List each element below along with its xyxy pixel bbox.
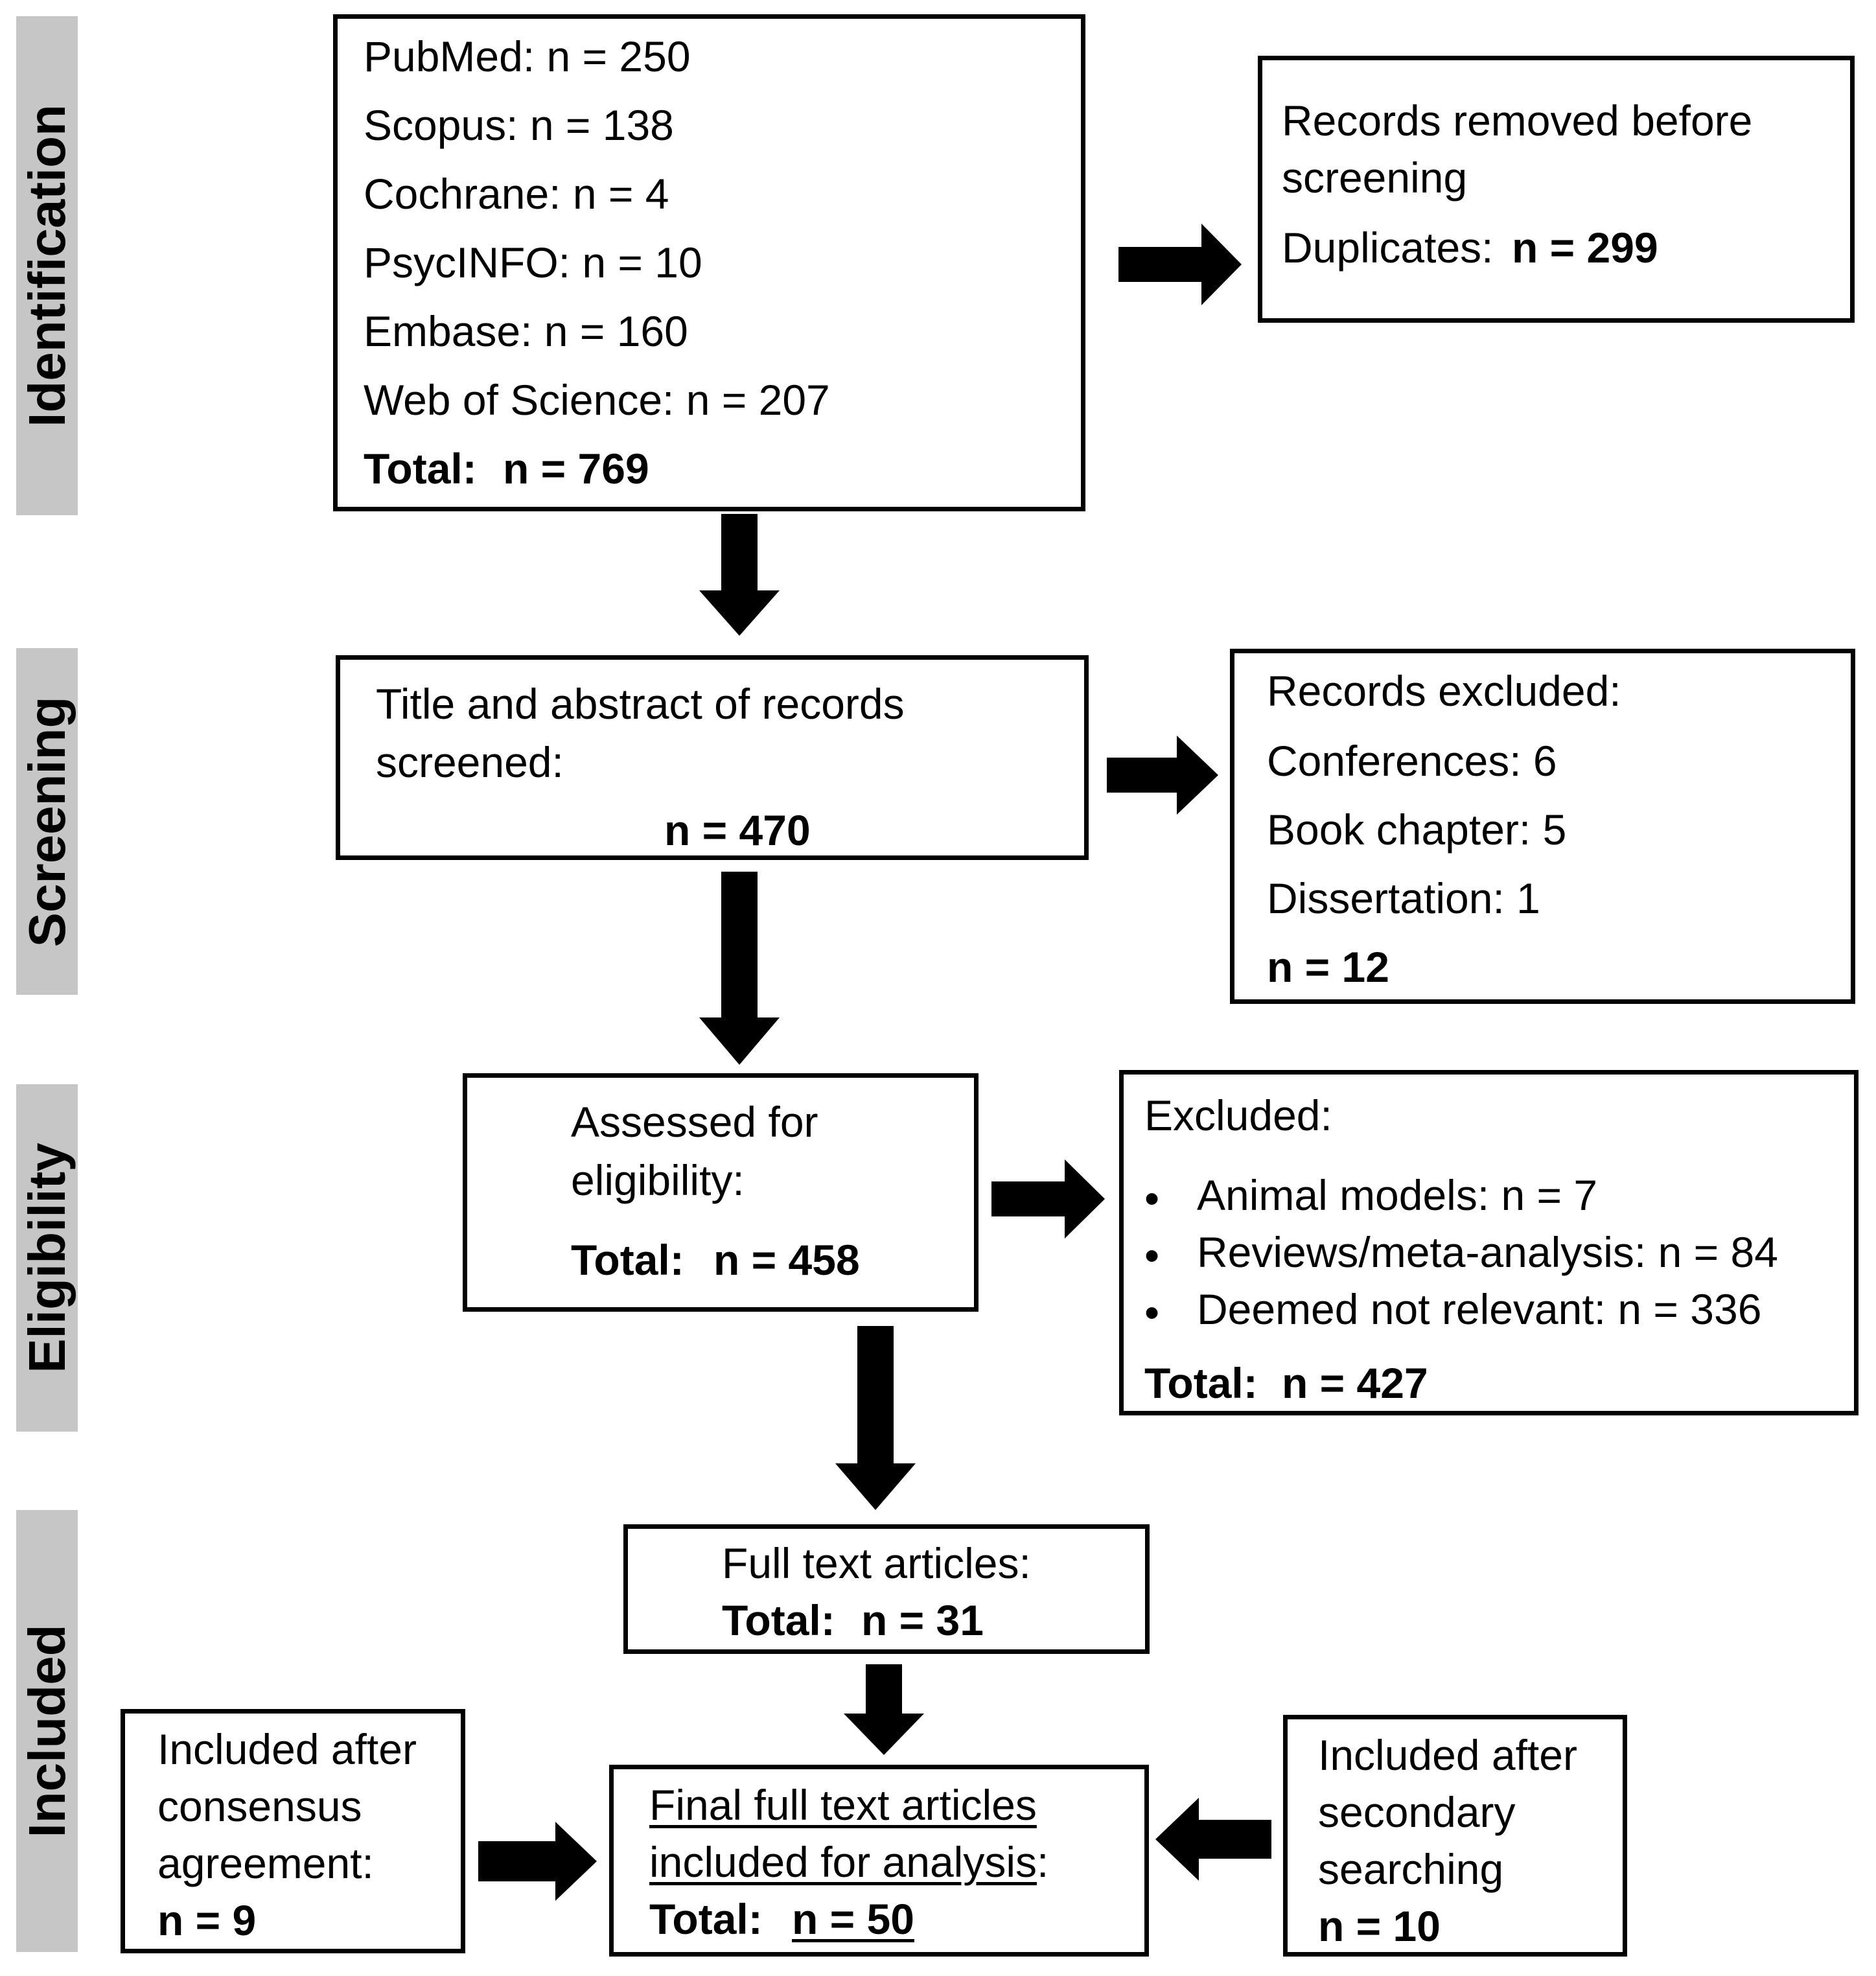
secondary-line-2: secondary bbox=[1318, 1788, 1516, 1836]
full-text-box: Full text articles: Total: n = 31 bbox=[623, 1524, 1150, 1654]
consensus-line-3: agreement: bbox=[157, 1839, 374, 1887]
scopus-count: Scopus: n = 138 bbox=[364, 101, 674, 149]
embase-count: Embase: n = 160 bbox=[364, 307, 688, 355]
excluded-item-reviews: Reviews/meta-analysis: n = 84 bbox=[1197, 1228, 1778, 1276]
eligibility-total-label: Total: bbox=[571, 1236, 684, 1284]
arrow-down-screening bbox=[699, 872, 780, 1065]
pubmed-count: PubMed: n = 250 bbox=[364, 32, 691, 80]
excluded-total-label: Total: bbox=[1144, 1359, 1258, 1407]
full-text-line-1: Full text articles: bbox=[722, 1539, 1031, 1587]
arrow-right-eligibility bbox=[991, 1159, 1105, 1238]
arrow-left-secondary bbox=[1155, 1798, 1271, 1881]
excluded-bullet-3: • bbox=[1144, 1288, 1160, 1336]
records-excluded-title: Records excluded: bbox=[1267, 667, 1621, 715]
duplicates-value: n = 299 bbox=[1512, 224, 1658, 272]
screening-value: n = 470 bbox=[664, 806, 811, 854]
excluded-title: Excluded: bbox=[1144, 1091, 1332, 1139]
conferences-count: Conferences: 6 bbox=[1267, 737, 1557, 785]
eligibility-box: Assessed for eligibility: Total: n = 458 bbox=[463, 1073, 979, 1312]
identification-total-label: Total: bbox=[364, 445, 477, 493]
consensus-line-1: Included after bbox=[157, 1725, 417, 1773]
screening-line-1: Title and abstract of records bbox=[376, 680, 905, 728]
stage-bar-screening: Screening bbox=[16, 648, 78, 995]
final-total-value: n = 50 bbox=[792, 1895, 914, 1943]
final-line-2: included for analysis bbox=[649, 1838, 1037, 1886]
cochrane-count: Cochrane: n = 4 bbox=[364, 170, 669, 218]
consensus-box: Included after consensus agreement: n = … bbox=[121, 1709, 465, 1953]
full-text-total-value: n = 31 bbox=[861, 1596, 984, 1644]
secondary-line-3: searching bbox=[1318, 1845, 1504, 1893]
excluded-bullet-2: • bbox=[1144, 1231, 1160, 1279]
excluded-bullet-1: • bbox=[1144, 1174, 1160, 1222]
excluded-item-not-relevant: Deemed not relevant: n = 336 bbox=[1197, 1285, 1762, 1333]
final-total-label: Total: bbox=[649, 1895, 763, 1943]
book-chapter-count: Book chapter: 5 bbox=[1267, 806, 1567, 854]
excluded-total-value: n = 427 bbox=[1282, 1359, 1428, 1407]
consensus-value: n = 9 bbox=[157, 1896, 257, 1944]
eligibility-line-2: eligibility: bbox=[571, 1156, 745, 1204]
screening-line-2: screened: bbox=[376, 738, 564, 786]
final-line-1: Final full text articles bbox=[649, 1781, 1037, 1829]
records-excluded-value: n = 12 bbox=[1267, 943, 1389, 991]
wos-count: Web of Science: n = 207 bbox=[364, 376, 830, 424]
excluded-box: Excluded: • Animal models: n = 7 • Revie… bbox=[1119, 1070, 1859, 1415]
final-line-2-colon: : bbox=[1037, 1838, 1049, 1886]
records-excluded-box: Records excluded: Conferences: 6 Book ch… bbox=[1230, 649, 1855, 1004]
eligibility-total-value: n = 458 bbox=[713, 1236, 860, 1284]
secondary-line-1: Included after bbox=[1318, 1731, 1577, 1779]
final-line-2-wrapper: included for analysis: bbox=[649, 1841, 1048, 1883]
arrow-right-consensus bbox=[478, 1822, 597, 1901]
psycinfo-count: PsycINFO: n = 10 bbox=[364, 238, 702, 286]
duplicates-label: Duplicates: bbox=[1282, 224, 1494, 272]
stage-bar-included: Included bbox=[16, 1510, 78, 1952]
stage-bar-identification: Identification bbox=[16, 16, 78, 515]
dissertation-count: Dissertation: 1 bbox=[1267, 874, 1540, 922]
identification-box: PubMed: n = 250 Scopus: n = 138 Cochrane… bbox=[333, 14, 1085, 511]
final-articles-box: Final full text articles included for an… bbox=[609, 1765, 1149, 1957]
stage-bar-eligibility: Eligibility bbox=[16, 1084, 78, 1432]
screening-box: Title and abstract of records screened: … bbox=[336, 655, 1089, 860]
arrow-right-screening bbox=[1107, 736, 1218, 815]
arrow-down-eligibility bbox=[835, 1326, 916, 1510]
consensus-line-2: consensus bbox=[157, 1782, 362, 1830]
removed-line-1: Records removed before bbox=[1282, 97, 1753, 145]
excluded-item-animal: Animal models: n = 7 bbox=[1197, 1171, 1598, 1219]
removed-line-2: screening bbox=[1282, 154, 1468, 202]
eligibility-line-1: Assessed for bbox=[571, 1098, 818, 1146]
secondary-searching-box: Included after secondary searching n = 1… bbox=[1283, 1715, 1627, 1957]
identification-total-value: n = 769 bbox=[503, 445, 649, 493]
secondary-value: n = 10 bbox=[1318, 1902, 1441, 1950]
arrow-down-identification bbox=[699, 514, 780, 636]
arrow-right-identification bbox=[1118, 224, 1242, 305]
records-removed-box: Records removed before screening Duplica… bbox=[1258, 56, 1855, 323]
arrow-down-full-text bbox=[844, 1664, 924, 1755]
full-text-total-label: Total: bbox=[722, 1596, 835, 1644]
